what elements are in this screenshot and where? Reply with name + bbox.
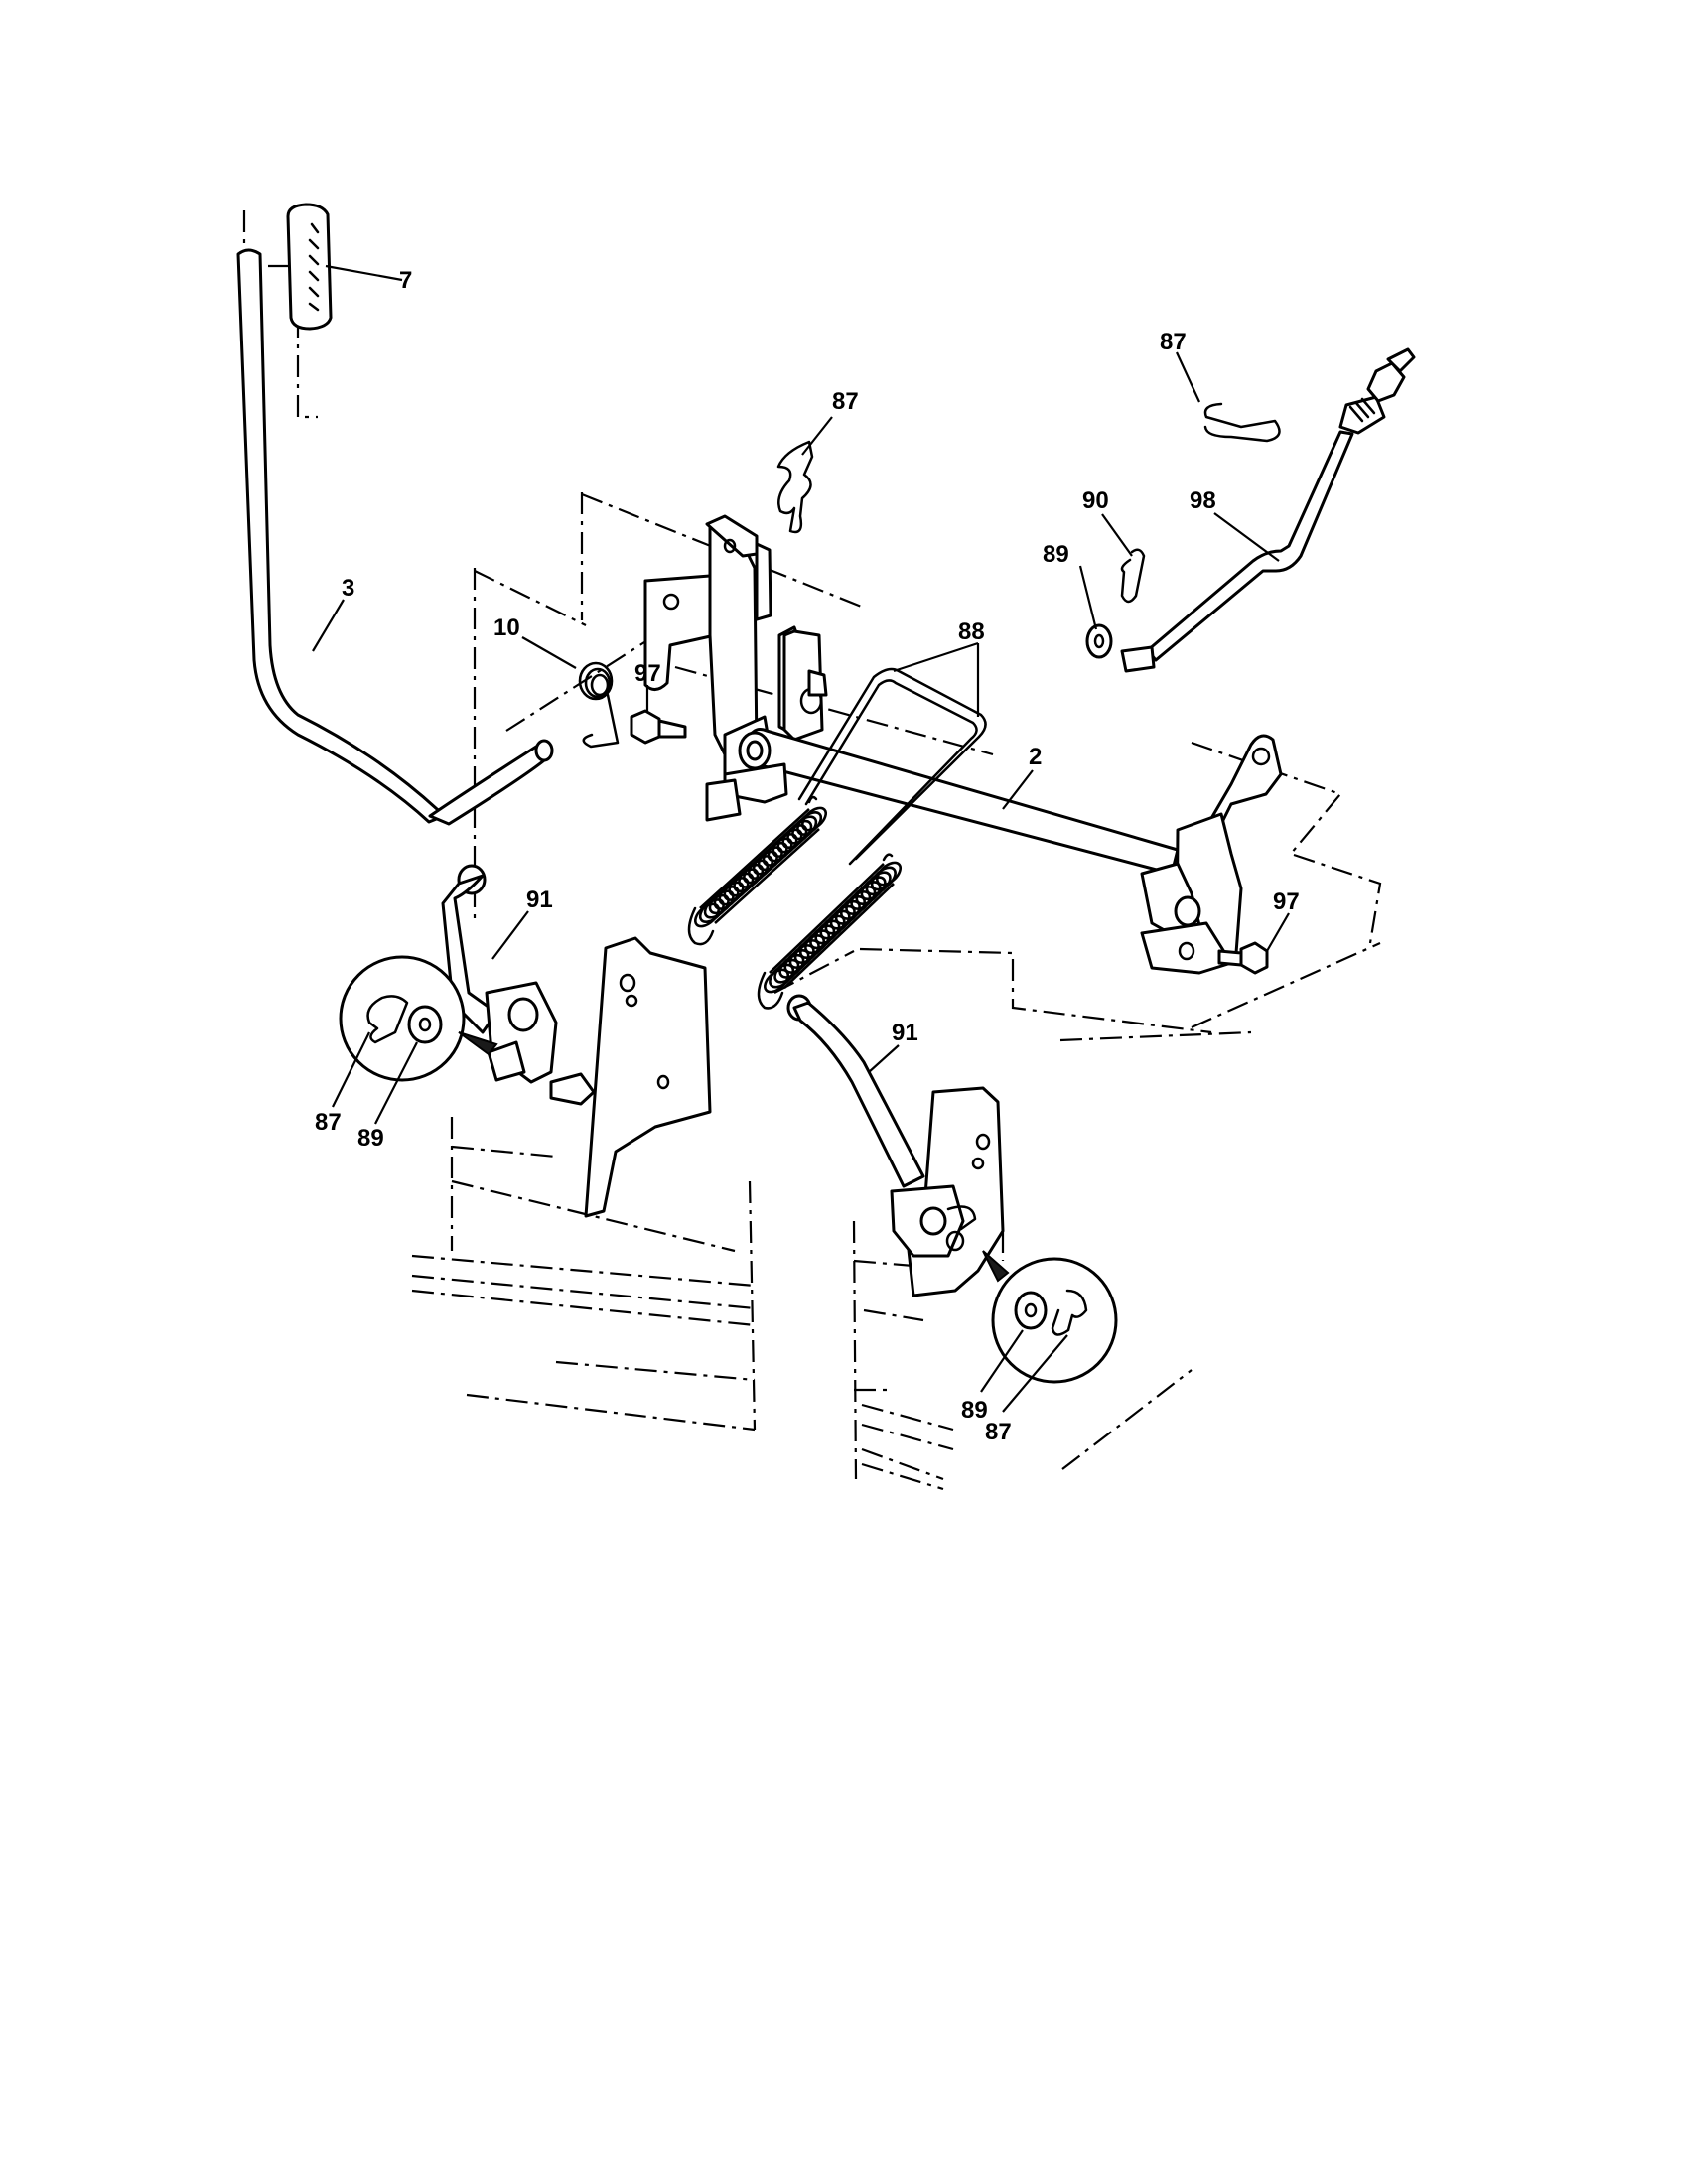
torsion-spring-part-10 [578, 661, 620, 749]
callout-89-right-inset: 89 [961, 1397, 988, 1424]
washer-part-89-top [1085, 623, 1113, 659]
callout-97-right: 97 [1273, 888, 1300, 915]
callout-87-right-inset: 87 [985, 1419, 1012, 1445]
lift-shaft-part-2 [705, 728, 1180, 876]
callout-leader-lines [312, 264, 1290, 1413]
bolt-part-97-right [1217, 941, 1269, 975]
left-side-plate [584, 936, 712, 1218]
right-detail-inset [982, 1250, 1118, 1384]
left-detail-inset [339, 955, 498, 1082]
callout-labels: 7 3 10 97 87 87 90 98 89 88 2 97 91 91 8… [315, 267, 1300, 1445]
hairpin-clip-part-87-right [1203, 402, 1281, 443]
callout-87-top: 87 [832, 388, 859, 415]
callout-87-right: 87 [1160, 329, 1187, 355]
phantom-chassis-lines [242, 210, 1382, 1491]
callout-89-left-inset: 89 [357, 1125, 384, 1152]
spring-coil [800, 806, 828, 832]
hairpin-clip-part-87-top [776, 440, 814, 534]
callout-97-left: 97 [634, 660, 661, 687]
callout-2: 2 [1029, 744, 1042, 770]
adjuster-rod-part-98 [1120, 347, 1416, 673]
callout-98: 98 [1190, 487, 1216, 514]
pin-part-90 [1120, 548, 1146, 604]
callout-89-top: 89 [1043, 541, 1069, 568]
callout-87-left-inset: 87 [315, 1109, 342, 1136]
callout-10: 10 [493, 614, 520, 641]
callout-7: 7 [399, 267, 412, 294]
bolt-part-97-left [630, 709, 687, 745]
extension-springs-part-88 [687, 667, 987, 1010]
lift-handle-rod-part-3 [236, 248, 554, 826]
callout-88: 88 [958, 618, 985, 645]
handle-grip-part-7 [286, 203, 333, 331]
callout-91-right: 91 [892, 1020, 918, 1046]
spring-coil [875, 861, 903, 887]
right-side-plate [890, 1086, 1005, 1297]
right-lift-arm-bracket [1140, 734, 1283, 975]
lift-link-part-91-right [786, 994, 925, 1188]
callout-91-left: 91 [526, 887, 553, 913]
callout-3: 3 [342, 575, 354, 602]
callout-90: 90 [1082, 487, 1109, 514]
lift-link-part-91-left [441, 864, 596, 1106]
